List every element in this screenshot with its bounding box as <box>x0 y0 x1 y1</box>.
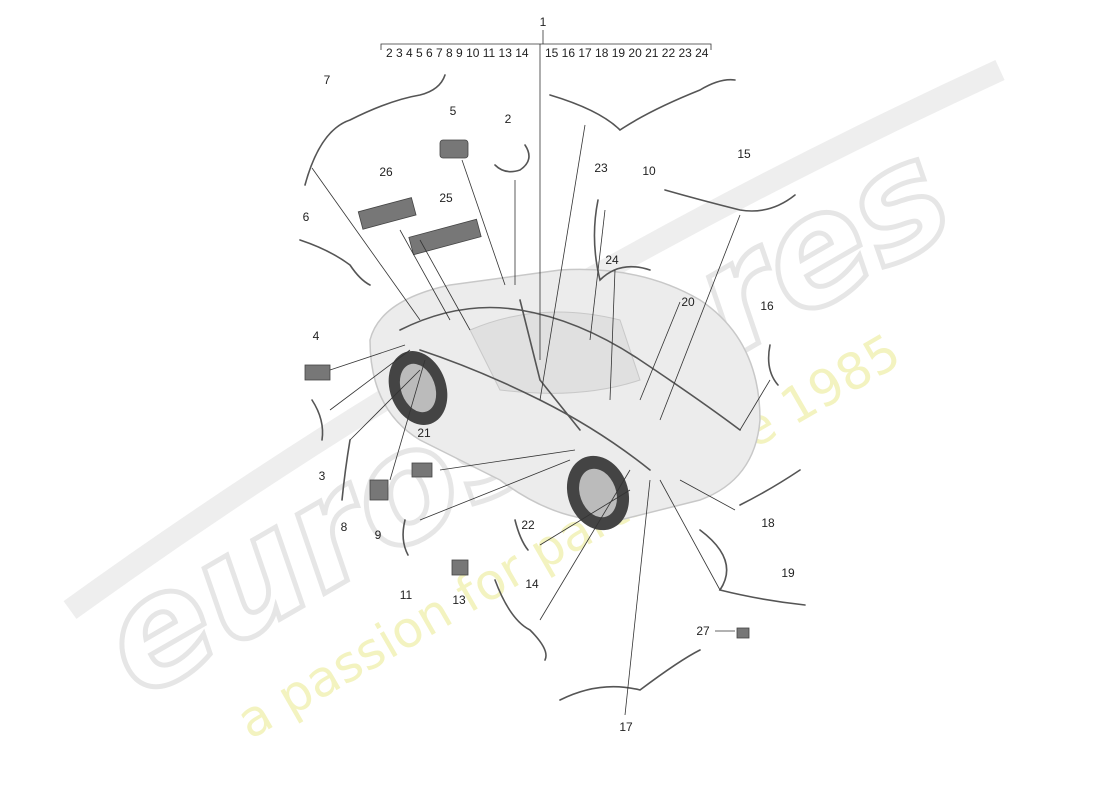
callout-11: 11 <box>400 588 413 602</box>
part-23 <box>593 199 651 282</box>
harness-part-10 <box>549 78 736 132</box>
callout-19: 19 <box>781 566 795 580</box>
part-19 <box>699 529 806 606</box>
callout-20: 20 <box>681 295 695 309</box>
callout-3: 3 <box>319 469 326 483</box>
callout-26: 26 <box>379 165 393 179</box>
part-11 <box>402 519 409 556</box>
callout-18: 18 <box>761 516 775 530</box>
part-9 <box>369 479 389 501</box>
callout-6: 6 <box>303 210 310 224</box>
part-8 <box>341 439 351 501</box>
callout-4: 4 <box>313 329 320 343</box>
parts <box>299 74 806 701</box>
callout-15: 15 <box>737 147 751 161</box>
callout-8: 8 <box>341 520 348 534</box>
callout-10: 10 <box>642 164 656 178</box>
harness-part-7 <box>304 74 446 186</box>
callout-17: 17 <box>619 720 633 734</box>
part-13 <box>451 559 469 576</box>
leader-lines <box>311 30 771 716</box>
callout-7: 7 <box>324 73 331 87</box>
part-3 <box>311 399 324 441</box>
callout-25: 25 <box>439 191 453 205</box>
callout-13: 13 <box>452 593 466 607</box>
part-2 <box>494 144 530 173</box>
callout-21: 21 <box>417 426 431 440</box>
part-6 <box>299 239 371 286</box>
callout-1: 1 <box>540 15 547 29</box>
callout-22: 22 <box>521 518 535 532</box>
callout-5: 5 <box>450 104 457 118</box>
callout-group-left: 2 3 4 5 6 7 8 9 10 11 13 14 <box>386 46 529 60</box>
part-27 <box>736 627 750 639</box>
part-25 <box>408 218 482 256</box>
part-18 <box>739 469 801 506</box>
car-illustration <box>369 268 761 531</box>
callout-9: 9 <box>375 528 382 542</box>
callout-23: 23 <box>594 161 608 175</box>
part-26 <box>357 197 417 230</box>
callout-16: 16 <box>760 299 774 313</box>
callout-2: 2 <box>505 112 512 126</box>
part-16 <box>767 344 779 386</box>
part-5 <box>439 139 469 159</box>
part-21 <box>411 462 433 478</box>
part-4 <box>304 364 331 381</box>
part-22 <box>514 519 529 551</box>
callout-group-right: 15 16 17 18 19 20 21 22 23 24 <box>545 46 709 60</box>
part-15 <box>664 189 796 212</box>
callout-27: 27 <box>696 624 710 638</box>
part-17 <box>559 649 701 701</box>
callout-14: 14 <box>525 577 539 591</box>
part-14 <box>494 579 547 661</box>
callout-24: 24 <box>605 253 619 267</box>
